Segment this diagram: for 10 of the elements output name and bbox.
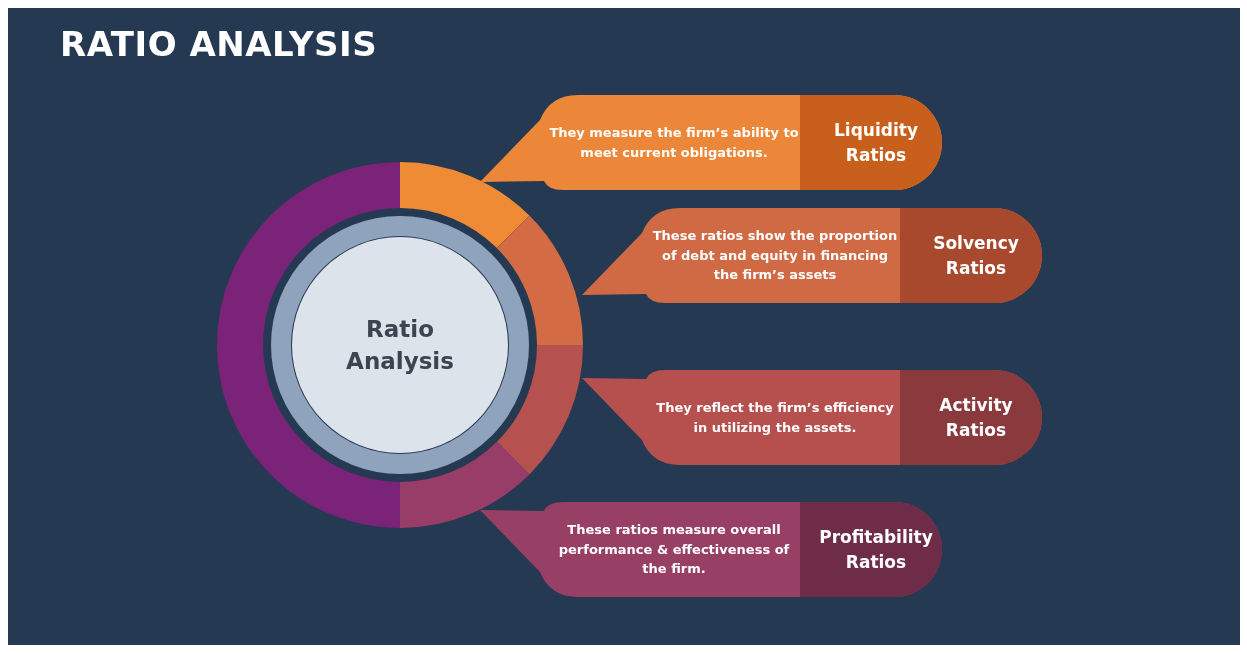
description-text: These ratios measure overall performance & effectiveness of the firm.	[557, 521, 791, 579]
ratio-title: Profitability Ratios	[818, 525, 934, 574]
description-text: They reflect the firm’s efficiency in utilizing the assets.	[655, 399, 895, 437]
ratio-title: Solvency Ratios	[932, 231, 1020, 280]
description-text: They measure the firm’s ability to meet current obligations.	[548, 124, 800, 162]
center-label: Ratio Analysis	[345, 314, 455, 376]
description-text: These ratios show the proportion of debt and equity in financing the firm’s assets	[651, 227, 899, 285]
slide-title: RATIO ANALYSIS	[60, 24, 378, 64]
ratio-title: Activity Ratios	[938, 393, 1014, 442]
ratio-title: Liquidity Ratios	[833, 118, 919, 167]
